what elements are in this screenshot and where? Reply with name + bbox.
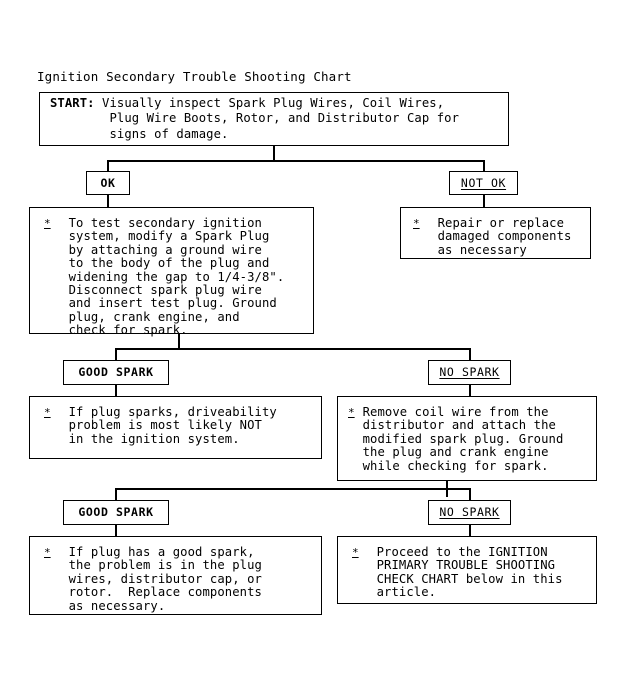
action-box-remove-coil-wire: * Remove coil wire from the distributor … (337, 396, 597, 481)
decision-label-not-ok[interactable]: NOT OK (449, 171, 518, 195)
start-keyword: START: (50, 96, 95, 111)
connector-good-spark-2-to-body (115, 525, 117, 537)
decision-label-no-spark-1-text: NO SPARK (439, 365, 500, 379)
connector-branch3-bar (115, 488, 470, 490)
result-box-proceed-primary-chart-text: Proceed to the IGNITION PRIMARY TROUBLE … (376, 545, 563, 600)
bullet-marker-icon: * (413, 217, 420, 230)
bullet-marker-icon: * (352, 546, 359, 559)
connector-branch2-bar (115, 348, 470, 350)
connector-branch1-bar (107, 160, 484, 162)
action-box-remove-coil-wire-text: Remove coil wire from the distributor an… (362, 405, 564, 473)
page-title: Ignition Secondary Trouble Shooting Char… (37, 69, 352, 84)
connector-branch3-right-drop (469, 488, 471, 500)
action-box-secondary-test-text: To test secondary ignition system, modif… (68, 216, 285, 338)
connector-branch3-left-drop (115, 488, 117, 500)
result-box-driveability: * If plug sparks, driveability problem i… (29, 396, 322, 459)
bullet-marker-icon: * (44, 546, 51, 559)
decision-label-no-spark-1[interactable]: NO SPARK (428, 360, 511, 385)
result-box-plug-wires-text: If plug has a good spark, the problem is… (68, 545, 262, 613)
bullet-marker-icon: * (44, 217, 51, 230)
bullet-marker-icon: * (348, 406, 355, 419)
connector-good-spark-1-to-body (115, 385, 117, 397)
decision-label-no-spark-2-text: NO SPARK (439, 505, 500, 519)
connector-not-ok-to-body (483, 195, 485, 208)
connector-no-spark-1-to-body (469, 385, 471, 397)
start-box: START: Visually inspect Spark Plug Wires… (39, 92, 509, 146)
decision-label-ok[interactable]: OK (86, 171, 130, 195)
connector-no-spark-2-to-body (469, 525, 471, 537)
result-box-driveability-text: If plug sparks, driveability problem is … (68, 405, 277, 446)
result-box-proceed-primary-chart: * Proceed to the IGNITION PRIMARY TROUBL… (337, 536, 597, 604)
start-box-text: START: Visually inspect Spark Plug Wires… (50, 96, 459, 142)
connector-start-stem (273, 145, 275, 162)
decision-label-ok-text: OK (100, 175, 116, 190)
decision-label-no-spark-2[interactable]: NO SPARK (428, 500, 511, 525)
action-box-repair-replace: * Repair or replace damaged components a… (400, 207, 591, 259)
decision-label-good-spark-2-text: GOOD SPARK (78, 505, 154, 519)
decision-label-good-spark-1-text: GOOD SPARK (78, 365, 154, 379)
decision-label-not-ok-text: NOT OK (460, 175, 507, 190)
action-box-repair-replace-text: Repair or replace damaged components as … (437, 216, 572, 257)
connector-branch2-left-drop (115, 348, 117, 360)
result-box-plug-wires: * If plug has a good spark, the problem … (29, 536, 322, 615)
connector-branch2-right-drop (469, 348, 471, 360)
decision-label-good-spark-2[interactable]: GOOD SPARK (63, 500, 169, 525)
connector-ok-to-body (107, 195, 109, 208)
connector-branch1-right-drop (483, 160, 485, 172)
action-box-secondary-test: * To test secondary ignition system, mod… (29, 207, 314, 337)
connector-branch2-stem (178, 334, 180, 349)
start-body-text: Visually inspect Spark Plug Wires, Coil … (102, 96, 460, 141)
connector-branch1-left-drop (107, 160, 109, 172)
bullet-marker-icon: * (44, 406, 51, 419)
decision-label-good-spark-1[interactable]: GOOD SPARK (63, 360, 169, 385)
